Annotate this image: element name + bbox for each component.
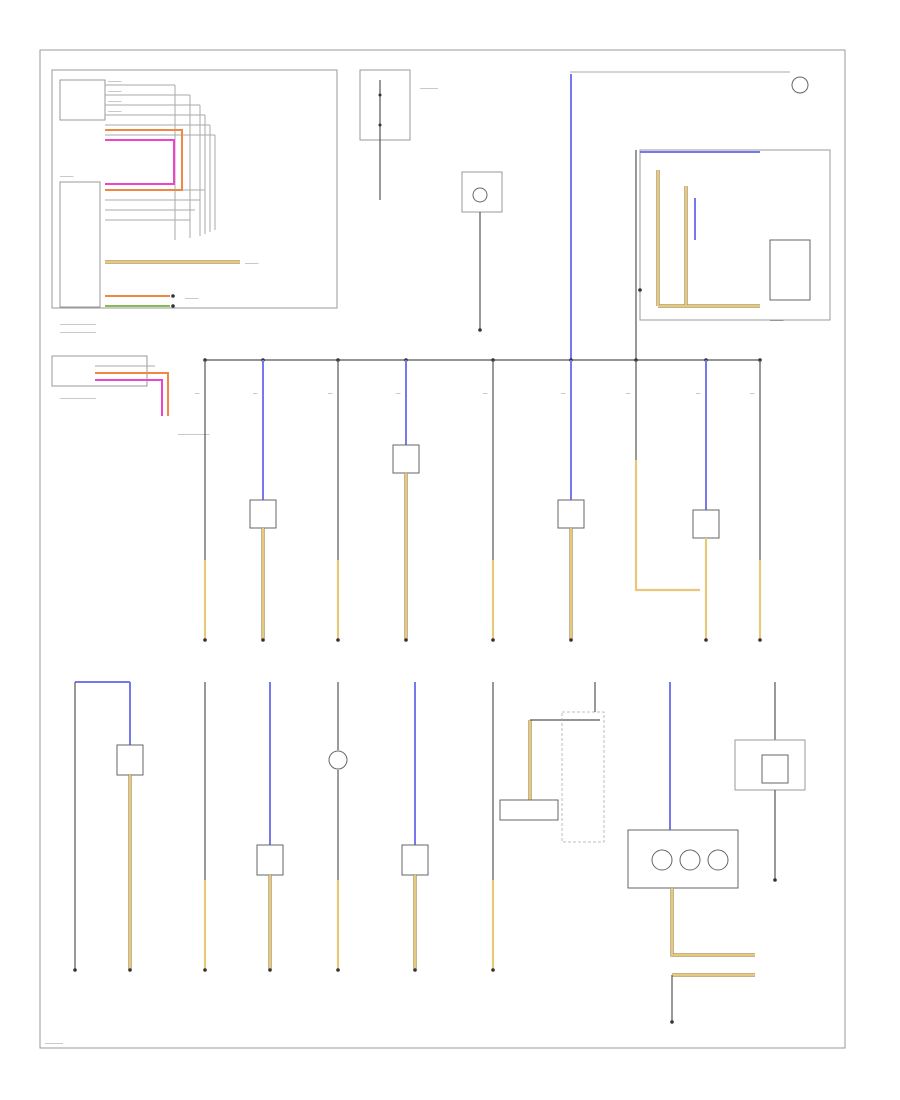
svg-text:—: — bbox=[253, 391, 258, 396]
lower-branches bbox=[73, 681, 806, 1024]
svg-text:———————: ——————— bbox=[178, 432, 210, 437]
light-switch-block: ——— ——— ——— ——— ——— ——— ——— ———————— —————… bbox=[51, 69, 338, 335]
svg-text:—: — bbox=[750, 391, 755, 396]
svg-text:———: ——— bbox=[185, 296, 199, 301]
diagram-frame bbox=[39, 49, 846, 1049]
svg-text:————————: ———————— bbox=[60, 396, 97, 401]
fuse-block: ———— bbox=[359, 69, 439, 200]
svg-text:————: ———— bbox=[420, 86, 439, 91]
svg-text:———: ——— bbox=[770, 318, 784, 323]
svg-text:—: — bbox=[483, 391, 488, 396]
svg-text:———: ——— bbox=[108, 99, 122, 104]
svg-text:—: — bbox=[626, 391, 631, 396]
svg-text:————————: ———————— bbox=[60, 330, 97, 335]
svg-text:—: — bbox=[396, 391, 401, 396]
svg-text:————: ———— bbox=[45, 1041, 64, 1046]
tick-marks: — — — — — — — — — ———— bbox=[45, 391, 755, 1046]
svg-text:———: ——— bbox=[245, 261, 259, 266]
svg-text:———: ——— bbox=[60, 174, 74, 179]
svg-text:———: ——— bbox=[108, 89, 122, 94]
upper-branches bbox=[203, 360, 762, 642]
svg-text:—: — bbox=[328, 391, 333, 396]
svg-text:—: — bbox=[561, 391, 566, 396]
control-module-top-right: ——— bbox=[570, 71, 831, 360]
svg-text:———: ——— bbox=[108, 79, 122, 84]
svg-text:————————: ———————— bbox=[60, 322, 97, 327]
instrument-cluster-block: ———————— ——————— bbox=[51, 355, 210, 437]
svg-text:—: — bbox=[195, 391, 200, 396]
svg-text:———: ——— bbox=[108, 109, 122, 114]
lamp-component bbox=[461, 171, 503, 332]
svg-text:—: — bbox=[696, 391, 701, 396]
